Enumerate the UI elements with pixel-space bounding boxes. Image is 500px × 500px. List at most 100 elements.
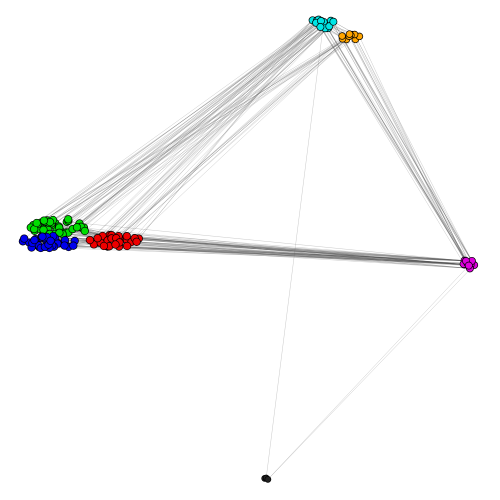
graph-edge	[119, 242, 471, 266]
graph-edge	[103, 34, 353, 247]
graph-edge	[116, 33, 350, 239]
graph-edge	[45, 20, 322, 231]
graph-edge	[109, 235, 470, 269]
graph-edge	[59, 20, 318, 231]
graph-node-red	[85, 235, 95, 245]
graph-edge	[72, 28, 329, 230]
graph-edge	[93, 21, 324, 245]
graph-edge	[354, 34, 471, 265]
graph-edge	[117, 242, 469, 266]
graph-edge	[327, 28, 465, 261]
graph-edge	[109, 246, 465, 261]
graph-edge	[30, 33, 350, 228]
graph-edge	[119, 237, 465, 261]
graph-node-blue	[38, 232, 47, 241]
graph-edge	[106, 245, 470, 269]
graph-node-blue	[69, 241, 78, 250]
graph-edge	[320, 26, 467, 262]
graph-edge	[102, 20, 322, 237]
graph-edge	[58, 38, 343, 227]
graph-edge	[111, 235, 470, 269]
graph-edge	[134, 238, 465, 265]
graph-edge	[126, 236, 465, 261]
graph-edge	[98, 28, 329, 243]
graph-edge	[72, 20, 313, 230]
graph-edge	[102, 235, 467, 262]
graph-edge	[80, 22, 317, 227]
graph-edge	[51, 21, 318, 224]
graph-edge	[107, 246, 469, 266]
node-layer	[18, 15, 479, 483]
graph-edge	[49, 20, 322, 235]
graph-node-red	[99, 241, 109, 251]
graph-edge	[84, 21, 334, 232]
graph-edge	[68, 36, 350, 233]
graph-edge	[89, 20, 313, 241]
graph-edge	[82, 227, 469, 266]
graph-node-blue	[30, 235, 39, 245]
graph-edge	[43, 20, 322, 221]
graph-edge	[68, 20, 332, 221]
graph-edge	[49, 21, 318, 235]
graph-node-green	[80, 226, 89, 236]
graph-edge	[79, 21, 324, 224]
graph-edge	[83, 21, 318, 228]
graph-edge	[323, 21, 471, 269]
graph-edge	[59, 21, 334, 231]
graph-edge	[351, 34, 467, 262]
graph-edge	[318, 19, 475, 266]
graph-edge	[89, 20, 322, 241]
graph-edge	[98, 242, 471, 266]
graph-edge	[136, 241, 472, 262]
graph-edge	[102, 20, 332, 240]
graph-edge	[116, 238, 471, 266]
graph-edge	[349, 36, 468, 264]
graph-node-red	[132, 237, 141, 246]
graph-edge	[46, 22, 317, 221]
graph-edge	[320, 26, 471, 265]
graph-edge	[109, 35, 343, 247]
graph-edge	[66, 28, 329, 233]
graph-edge	[30, 34, 353, 228]
graph-edge	[118, 35, 352, 238]
graph-edge	[126, 20, 322, 247]
graph-edge	[80, 38, 346, 227]
graph-edge	[107, 21, 334, 241]
graph-edge	[72, 21, 324, 230]
graph-edge	[341, 35, 469, 266]
graph-edge	[320, 26, 465, 265]
graph-edge	[107, 34, 353, 247]
graph-edge	[341, 35, 473, 261]
graph-edge	[117, 242, 470, 269]
graph-node-orange	[345, 30, 354, 38]
graph-edge	[136, 241, 465, 265]
graph-node-blue	[20, 234, 29, 243]
graph-edge	[119, 240, 470, 269]
graph-edge	[45, 20, 318, 231]
graph-node-black	[264, 476, 272, 483]
graph-edge	[59, 35, 351, 233]
graph-node-orange	[338, 32, 346, 40]
graph-edge	[119, 26, 330, 241]
graph-edge	[316, 20, 468, 264]
graph-edge	[109, 246, 475, 266]
graph-edge	[267, 265, 469, 480]
graph-edge	[138, 21, 318, 239]
graph-edge	[111, 20, 313, 239]
graph-edge	[119, 34, 353, 243]
graph-edge	[138, 20, 318, 239]
graph-edge	[333, 21, 473, 261]
graph-edge	[118, 20, 332, 237]
graph-edge	[325, 28, 471, 269]
graph-edge	[81, 28, 329, 228]
graph-edge	[109, 235, 471, 266]
graph-edge	[127, 245, 472, 262]
graph-edge	[39, 34, 354, 229]
graph-node-blue	[60, 241, 69, 250]
graph-edge	[136, 241, 467, 262]
graph-edge	[66, 221, 467, 262]
graph-edge	[119, 246, 465, 265]
graph-edge	[68, 246, 471, 266]
graph-edge	[330, 20, 465, 261]
graph-node-cyan	[316, 23, 325, 31]
